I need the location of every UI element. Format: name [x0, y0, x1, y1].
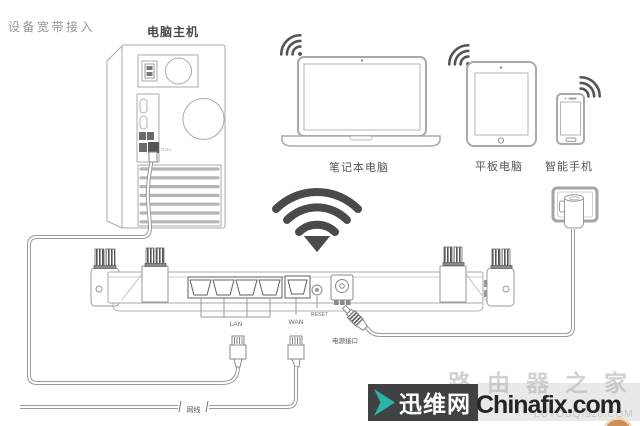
lan-cable [27, 151, 240, 385]
laptop: 笔记本电脑 [275, 29, 441, 174]
power-plug-connector [341, 304, 368, 331]
brand-domain: Chinafix.com [476, 391, 621, 419]
tablet: 平板电脑 [443, 39, 537, 173]
case-fan-icon [182, 98, 225, 140]
wan-port [284, 275, 311, 299]
left-antenna-icon [93, 248, 117, 269]
network-cable-label: 网线 [187, 405, 201, 414]
power-cable: 电源接口 [332, 229, 575, 345]
tablet-home-button [497, 137, 505, 144]
tablet-camera-icon [499, 66, 503, 69]
pc-side-panel [106, 45, 123, 229]
pc-label: 电脑主机 [147, 24, 199, 39]
brand-name: 迅维网 [399, 391, 471, 417]
right-antenna-base [439, 265, 467, 303]
chevron-icon [374, 389, 395, 416]
right-antenna-mounted-icon [442, 246, 465, 266]
power-jack [330, 274, 354, 305]
pc-port-label: RJ45 [161, 147, 171, 152]
phone-label: 智能手机 [545, 159, 593, 173]
tablet-label: 平板电脑 [475, 159, 523, 173]
left-antenna-base [141, 265, 169, 303]
power-port-label: 电源接口 [332, 336, 358, 345]
broadband-access-label: 设备宽带接入 [8, 19, 95, 34]
left-antenna-mounted-icon [144, 247, 167, 267]
watermark-banner: 路由器之家 LUYOUQI520.COM 迅维网 Chinafix.com [368, 370, 640, 426]
logo-avatar [603, 417, 633, 426]
desktop-pc: 电脑主机 RJ45 [106, 24, 226, 229]
lan-rj45-plug [229, 335, 247, 368]
router: RESET LAN WAN [90, 246, 515, 328]
bg-watermark-domain: LUYOUQI520.COM [534, 408, 633, 420]
smartphone: 智能手机 [545, 71, 606, 173]
wan-label: WAN [289, 319, 304, 326]
wifi-signal-icon [272, 188, 362, 253]
pc-ethernet-port [148, 142, 159, 153]
pc-cable-plug [148, 151, 158, 163]
power-outlet [551, 186, 599, 229]
wan-rj45-plug [287, 335, 305, 368]
banner-strip [478, 383, 640, 421]
laptop-base [281, 135, 441, 147]
network-cable: 网线 [20, 367, 298, 414]
power-adapter [559, 194, 584, 229]
phone-home-button [565, 137, 577, 142]
lan-ports [187, 276, 283, 299]
right-antenna-icon [490, 248, 513, 269]
psu-fan-icon [165, 57, 192, 85]
phone-speaker-icon [568, 97, 577, 100]
laptop-camera-icon [360, 59, 364, 62]
reset-label: RESET [311, 312, 329, 318]
laptop-label: 笔记本电脑 [329, 160, 389, 174]
right-antenna-bracket [486, 267, 515, 307]
lan-label: LAN [230, 321, 243, 328]
